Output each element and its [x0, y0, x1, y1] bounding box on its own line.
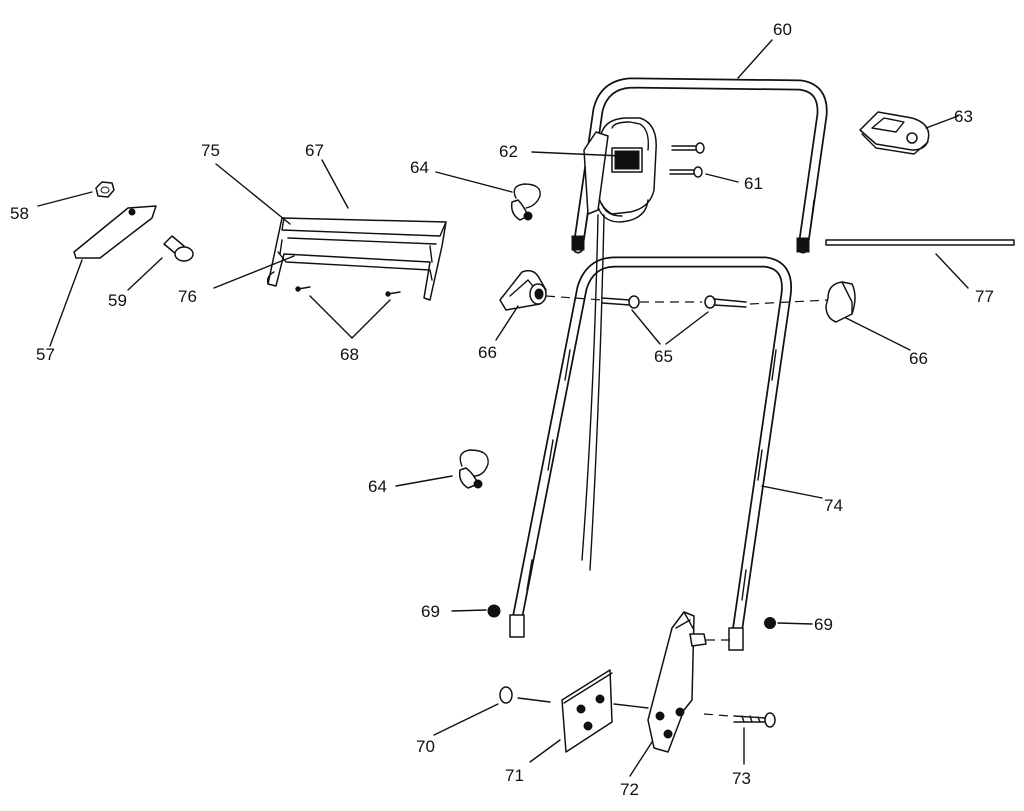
switch-box-part [583, 117, 657, 223]
label-64-upper: 64 [410, 158, 429, 177]
label-72: 72 [620, 780, 639, 799]
label-57: 57 [36, 345, 55, 364]
control-cable [589, 214, 605, 571]
label-66-right: 66 [909, 349, 928, 368]
label-63: 63 [954, 107, 973, 126]
label-69-right: 69 [814, 615, 833, 634]
label-71: 71 [505, 766, 524, 785]
label-62: 62 [499, 142, 518, 161]
washer-70-part [499, 686, 513, 704]
bracket-72-part [647, 611, 730, 753]
label-58: 58 [10, 204, 29, 223]
knob-left-part [499, 269, 547, 311]
control-cable-outer [581, 214, 599, 561]
plate-71-part [561, 669, 613, 753]
upper-handle-part [571, 77, 828, 254]
label-68: 68 [340, 345, 359, 364]
bolts-61-part [669, 142, 705, 178]
assembly-line [749, 299, 829, 305]
callout-labels: 60 61 62 63 64 64 65 66 66 67 68 69 69 7… [10, 20, 994, 799]
bolts-65-part [601, 295, 747, 309]
nut-58-part [95, 181, 115, 198]
nut-69-right-part [764, 617, 776, 629]
label-74: 74 [824, 496, 843, 515]
label-67: 67 [305, 141, 324, 160]
assembly-line [613, 703, 649, 709]
label-76: 76 [178, 287, 197, 306]
plate-57-part [73, 205, 157, 259]
label-77: 77 [975, 287, 994, 306]
lower-handle-part [509, 256, 793, 651]
label-66-left: 66 [478, 343, 497, 362]
label-61: 61 [744, 174, 763, 193]
label-65: 65 [654, 347, 673, 366]
bolt-59-part [163, 235, 194, 262]
bolt-73-part [703, 712, 776, 728]
label-69-left: 69 [421, 602, 440, 621]
label-64-lower: 64 [368, 477, 387, 496]
label-70: 70 [416, 737, 435, 756]
leader-lines [37, 39, 969, 777]
assembly-line [545, 295, 603, 301]
bag-frame-part [266, 217, 447, 301]
knob-right-part [825, 281, 856, 323]
cable-clip-lower-part [458, 449, 489, 489]
assembly-line [517, 697, 551, 703]
label-59: 59 [108, 291, 127, 310]
screws-68-part [295, 286, 401, 297]
rod-77-part [825, 239, 1015, 246]
bracket-63-part [859, 111, 930, 155]
nut-69-left-part [487, 604, 501, 618]
label-73: 73 [732, 769, 751, 788]
cable-clip-upper-part [510, 183, 541, 221]
label-60: 60 [773, 20, 792, 39]
label-75: 75 [201, 141, 220, 160]
